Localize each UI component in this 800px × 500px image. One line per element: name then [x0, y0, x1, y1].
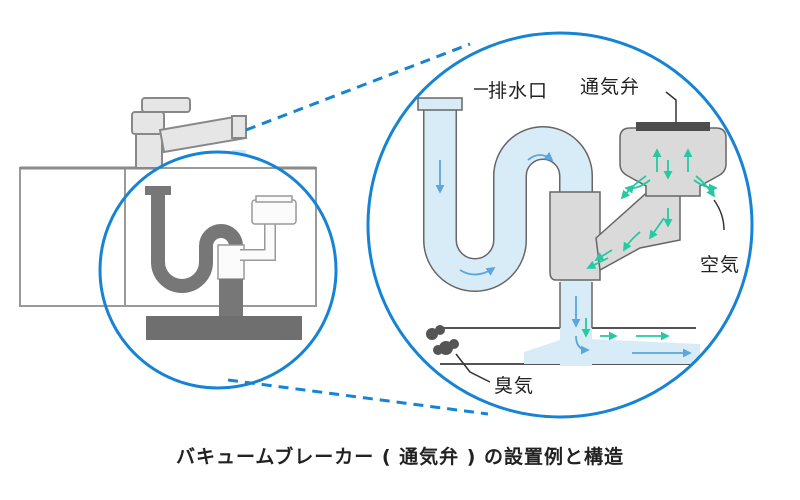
label-vent-valve: 通気弁 — [580, 76, 641, 98]
small-zoom-circle — [98, 150, 338, 390]
zoom-connector-lines — [227, 42, 489, 416]
label-odor: 臭気 — [494, 375, 535, 397]
label-drain-outlet: 排水口 — [488, 80, 549, 102]
big-zoom-circle — [366, 31, 754, 419]
label-air: 空気 — [700, 254, 741, 276]
diagram-caption: バキュームブレーカー ( 通気弁 ) の設置例と構造 — [175, 446, 625, 468]
odor-icon — [426, 325, 459, 355]
